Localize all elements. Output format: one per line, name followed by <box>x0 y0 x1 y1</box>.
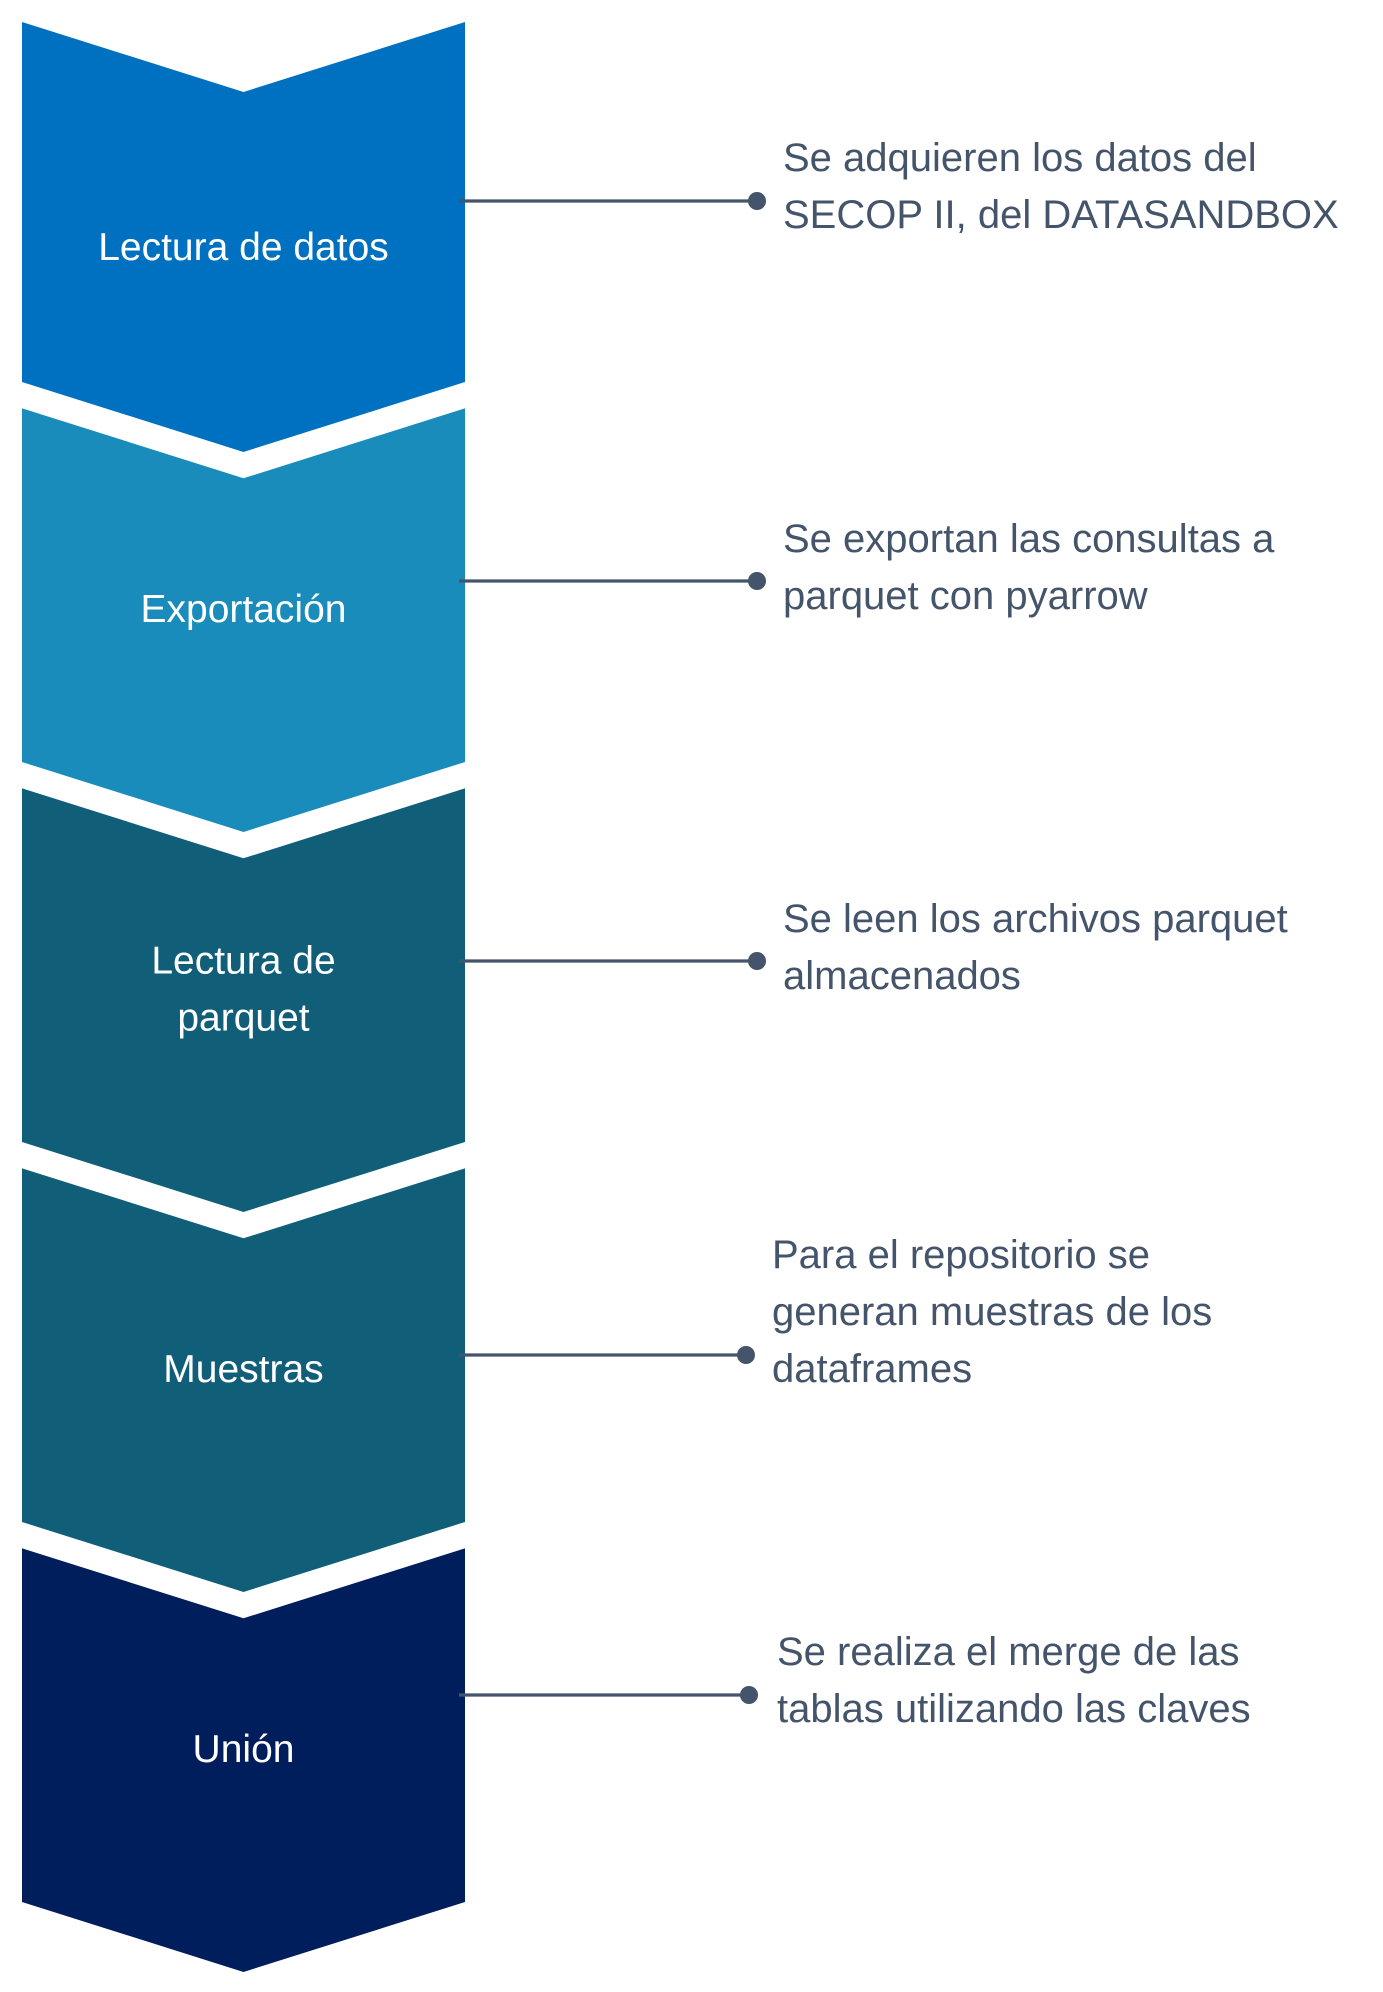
chevron-separator <box>20 396 467 479</box>
step-description-line: tablas utilizando las claves <box>777 1687 1251 1731</box>
chevron-stack <box>20 22 467 1972</box>
step-description-line: dataframes <box>772 1347 972 1391</box>
step-label-line: Lectura de <box>151 940 335 983</box>
connector-dot-3 <box>748 952 766 970</box>
step-label-1: Lectura de datos <box>98 226 389 269</box>
step-description-line: Se leen los archivos parquet <box>783 897 1288 941</box>
chevron-separator <box>20 1156 467 1239</box>
chevron-separator <box>20 776 467 859</box>
chevron-step-5 <box>22 1542 465 1972</box>
step-description-line: SECOP II, del DATASANDBOX <box>783 193 1339 237</box>
connector-lines <box>459 192 766 1704</box>
step-label-5: Unión <box>193 1728 295 1771</box>
step-description-line: Se realiza el merge de las <box>777 1630 1239 1674</box>
step-label-line: parquet <box>177 997 309 1040</box>
step-description-line: generan muestras de los <box>772 1290 1212 1334</box>
step-description-3: Se leen los archivos parquet almacenados <box>783 897 1288 998</box>
step-description-5: Se realiza el merge de las tablas utiliza… <box>777 1630 1251 1731</box>
step-description-line: almacenados <box>783 954 1021 998</box>
step-label-line: Muestras <box>163 1348 323 1391</box>
step-label-line: Lectura de datos <box>98 226 389 269</box>
connector-dot-1 <box>748 192 766 210</box>
chevron-step-2 <box>22 402 465 832</box>
step-description-4: Para el repositorio se generan muestras d… <box>772 1233 1212 1391</box>
connector-dot-2 <box>748 572 766 590</box>
step-label-line: Exportación <box>141 588 347 631</box>
connector-dot-5 <box>740 1686 758 1704</box>
chevron-step-4 <box>22 1162 465 1592</box>
step-description-line: Se adquieren los datos del <box>783 136 1257 180</box>
step-label-3: Lectura de parquet <box>151 940 335 1040</box>
step-label-2: Exportación <box>141 588 347 631</box>
step-description-line: Se exportan las consultas a <box>783 517 1275 561</box>
connector-dot-4 <box>737 1346 755 1364</box>
step-description-2: Se exportan las consultas a parquet con p… <box>783 517 1275 618</box>
chevron-step-1 <box>22 22 465 452</box>
step-description-line: Para el repositorio se <box>772 1233 1150 1277</box>
chevron-separator <box>20 1536 467 1619</box>
step-description-line: parquet con pyarrow <box>783 574 1148 618</box>
step-label-line: Unión <box>193 1728 295 1771</box>
chevron-step-3 <box>22 782 465 1212</box>
step-label-4: Muestras <box>163 1348 323 1391</box>
